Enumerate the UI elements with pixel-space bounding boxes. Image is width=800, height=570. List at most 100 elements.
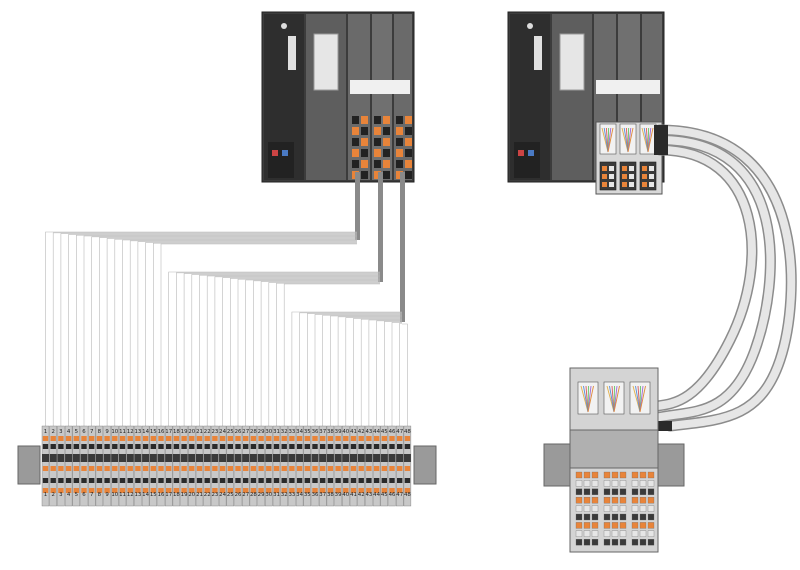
signal-wire: [114, 238, 357, 426]
terminal-number-bottom: 34: [296, 492, 303, 498]
interface-terminals: [575, 471, 655, 546]
terminal-number-top: 35: [304, 429, 311, 435]
signal-wire: [291, 311, 402, 426]
interface-module: [569, 367, 659, 553]
terminal-block: [118, 425, 127, 507]
terminal-block: [64, 425, 73, 507]
signal-wire: [307, 313, 402, 426]
plc-terminal: [361, 160, 368, 168]
plc-terminal: [396, 127, 403, 135]
interface-terminal: [575, 480, 583, 487]
terminal-number-top: 33: [288, 429, 295, 435]
plc-terminal: [374, 116, 381, 124]
interface-terminal: [647, 505, 655, 512]
interface-terminal: [575, 488, 583, 495]
interface-terminal: [619, 488, 627, 495]
signal-wire: [76, 234, 357, 426]
terminal-number-bottom: 12: [127, 492, 134, 498]
signal-wire: [368, 319, 402, 426]
terminal-number-top: 6: [82, 429, 86, 435]
signal-wire: [60, 233, 357, 426]
terminal-block: [195, 425, 204, 507]
interface-terminal: [639, 530, 647, 537]
interface-terminal: [639, 471, 647, 479]
interface-terminal: [631, 480, 639, 487]
interface-terminal: [583, 480, 591, 487]
terminal-number-top: 29: [258, 429, 265, 435]
terminal-number-bottom: 18: [173, 492, 180, 498]
signal-wire: [376, 320, 402, 426]
signal-wire: [391, 322, 402, 426]
interface-terminal: [631, 497, 639, 504]
plc-terminal: [396, 160, 403, 168]
signal-wire: [322, 314, 402, 426]
terminal-block: [72, 425, 81, 507]
rail-end-left: [17, 445, 41, 485]
terminal-number-bottom: 21: [196, 492, 203, 498]
plc-terminal: [374, 149, 381, 157]
terminal-block: [319, 425, 327, 507]
terminal-number-bottom: 30: [265, 492, 272, 498]
terminal-number-bottom: 36: [312, 492, 319, 498]
terminal-number-top: 27: [242, 429, 249, 435]
terminal-block: [365, 425, 373, 507]
interface-terminal: [631, 505, 639, 512]
individual-wires: [45, 231, 408, 426]
interface-terminal: [631, 513, 639, 521]
terminal-number-bottom: 35: [304, 492, 311, 498]
signal-wire: [253, 280, 380, 426]
terminal-number-bottom: 27: [242, 492, 249, 498]
interface-terminal: [583, 522, 591, 529]
interface-terminal: [647, 497, 655, 504]
terminal-number-top: 14: [142, 429, 149, 435]
module-label-strip: [596, 80, 660, 94]
cable-connector: [654, 125, 668, 135]
status-led-icon: [527, 23, 533, 29]
cpu-display-window: [559, 33, 585, 91]
interface-terminal: [591, 513, 599, 521]
interface-terminal: [603, 530, 611, 537]
terminal-block: [57, 425, 65, 507]
interface-terminal: [619, 471, 627, 479]
terminal-number-top: 48: [404, 429, 411, 435]
interface-terminal: [647, 530, 655, 537]
terminal-number-bottom: 26: [235, 492, 242, 498]
interface-terminal: [591, 471, 599, 479]
terminal-number-top: 36: [312, 429, 319, 435]
plc-terminal: [405, 171, 412, 179]
adapter-wires: [599, 123, 657, 191]
plc-terminal: [352, 160, 359, 168]
terminal-number-bottom: 17: [165, 492, 172, 498]
terminal-block: [403, 425, 412, 507]
terminal-block: [288, 425, 296, 507]
interface-terminal: [603, 497, 611, 504]
din-rail-left: [17, 445, 437, 485]
terminal-number-top: 10: [111, 429, 118, 435]
interface-terminal: [591, 505, 599, 512]
terminal-number-top: 11: [119, 429, 126, 435]
rail-end-left: [543, 443, 571, 487]
interface-terminal: [575, 539, 583, 546]
interface-terminal: [631, 522, 639, 529]
interface-terminal: [631, 488, 639, 495]
plc-terminal: [396, 138, 403, 146]
terminal-number-bottom: 1: [44, 492, 47, 498]
interface-terminal: [639, 539, 647, 546]
interface-terminal: [647, 480, 655, 487]
terminal-block: [49, 425, 57, 507]
terminal-block: [357, 425, 365, 507]
terminal-block: [272, 425, 281, 507]
terminal-number-top: 12: [127, 429, 134, 435]
terminal-number-bottom: 48: [404, 492, 411, 498]
terminal-block: [303, 425, 311, 507]
signal-wire: [214, 276, 380, 426]
terminal-number-bottom: 23: [211, 492, 218, 498]
terminal-block: [234, 425, 242, 507]
interface-terminal: [647, 488, 655, 495]
interface-terminal: [575, 471, 583, 479]
signal-wire: [276, 282, 380, 426]
signal-wire: [206, 275, 380, 426]
